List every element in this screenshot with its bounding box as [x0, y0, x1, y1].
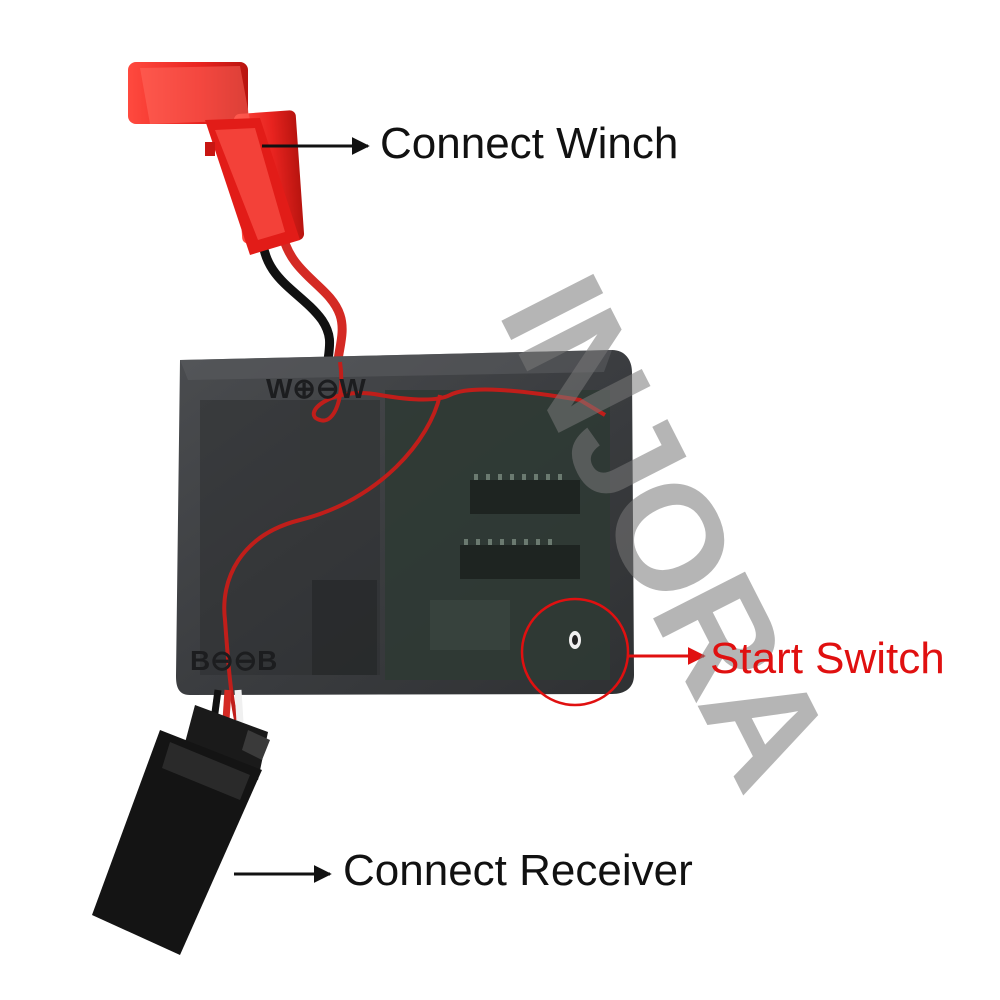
black-servo-connector — [92, 705, 270, 955]
start-switch-label: Start Switch — [710, 634, 945, 683]
marking-top: W⊕⊖W — [266, 373, 366, 404]
red-jst-connector — [128, 62, 305, 255]
controller-module: W⊕⊖W B⊖⊖B — [176, 350, 634, 721]
start-switch-highlight — [520, 597, 630, 707]
winch-wires — [257, 227, 347, 365]
connect-winch-label: Connect Winch — [380, 119, 679, 168]
marking-bottom: B⊖⊖B — [190, 645, 277, 676]
connect-receiver-label: Connect Receiver — [343, 846, 693, 895]
